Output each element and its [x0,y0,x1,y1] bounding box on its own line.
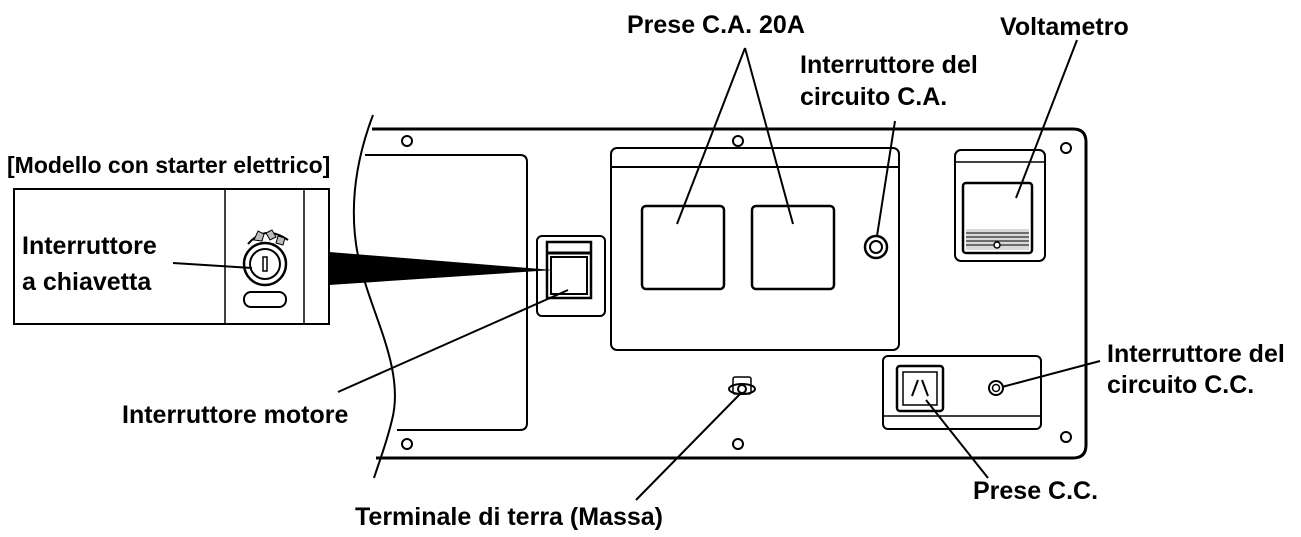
screw-hole [1060,431,1072,443]
ground-terminal [728,376,756,395]
labels: Prese C.A. 20A Voltametro Interruttore d… [7,11,1285,531]
voltmeter-label: Voltametro [1000,13,1129,41]
ac-breaker-button [863,234,889,260]
screw-hole [732,438,744,450]
engine-switch-label: Interruttore motore [122,401,349,429]
ground-terminal-label: Terminale di terra (Massa) [355,503,663,531]
dc-outlet-housing [882,355,1042,430]
control-panel [352,114,1088,479]
ac-outlet-right [750,204,836,291]
screw-hole [401,438,413,450]
ac-outlets-label: Prese C.A. 20A [627,11,805,39]
key-switch-label-line2: a chiavetta [22,268,152,296]
key-switch-label-line1: Interruttore [22,232,157,260]
ac-outlet-housing [610,147,900,351]
dc-breaker-label-line2: circuito C.C. [1107,371,1254,399]
leader-lines [172,39,1101,501]
ac-breaker-label-line2: circuito C.A. [800,83,947,111]
screw-hole [732,135,744,147]
dc-outlet-label: Prese C.C. [973,477,1098,505]
inset-pointer [329,252,553,285]
dc-outlet [895,364,945,413]
dc-breaker-button [988,380,1004,396]
engine-switch [536,235,606,317]
voltmeter [954,149,1046,262]
ac-outlet-left [640,204,726,291]
electric-starter-model-label: [Modello con starter elettrico] [7,152,330,178]
ac-breaker-label-line1: Interruttore del [800,51,978,79]
key-switch [242,229,289,308]
dc-breaker-label-line1: Interruttore del [1107,340,1285,368]
screw-hole [401,135,413,147]
screw-hole [1060,142,1072,154]
